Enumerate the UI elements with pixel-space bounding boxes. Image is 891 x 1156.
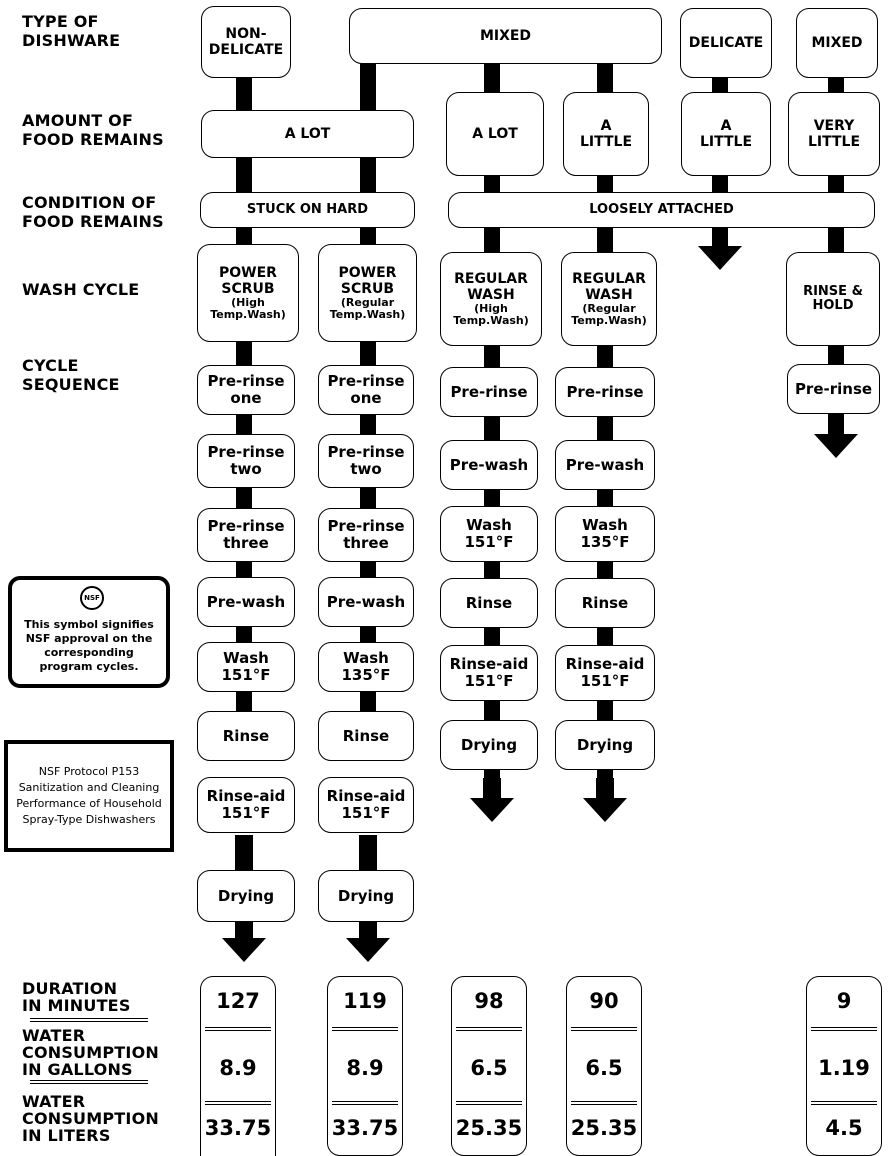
amount-very-little: VERY LITTLE (788, 92, 880, 176)
result-col5: 9 1.19 4.5 (806, 976, 882, 1156)
arrow-col5 (814, 434, 858, 458)
step-col1-4: Pre-wash (197, 577, 295, 627)
condition-stuck: STUCK ON HARD (200, 192, 415, 228)
step-col2-2: Pre-rinse two (318, 434, 414, 488)
row-label-type: TYPE OF DISHWARE (22, 12, 121, 50)
amount-a-little: A LITTLE (563, 92, 649, 176)
step-col3-5: Rinse-aid 151°F (440, 645, 538, 701)
row-label-duration: DURATION IN MINUTES (22, 979, 131, 1015)
cycle-sub: (High Temp.Wash) (210, 296, 286, 321)
step-col1-7: Rinse-aid 151°F (197, 777, 295, 833)
result-gallons: 8.9 (346, 1056, 384, 1080)
step-col3-6: Drying (440, 720, 538, 770)
step-col2-1: Pre-rinse one (318, 365, 414, 415)
cycle-rinse-hold: RINSE & HOLD (786, 252, 880, 346)
result-liters: 33.75 (204, 1116, 272, 1140)
row-label-sequence: CYCLE SEQUENCE (22, 356, 120, 394)
result-gallons: 1.19 (818, 1056, 870, 1080)
cycle-name: POWER SCRUB (219, 265, 277, 297)
nsf-logo-icon: NSF (80, 586, 104, 610)
step-col4-3: Wash 135°F (555, 506, 655, 562)
result-col2: 119 8.9 33.75 (327, 976, 403, 1156)
cycle-name: POWER SCRUB (338, 265, 397, 297)
step-col1-3: Pre-rinse three (197, 508, 295, 562)
step-col1-2: Pre-rinse two (197, 434, 295, 488)
result-liters: 4.5 (825, 1116, 863, 1140)
arrow-delicate (698, 246, 742, 270)
cycle-sub: (High Temp.Wash) (453, 302, 529, 327)
result-minutes: 9 (836, 989, 852, 1013)
arrow-col1 (222, 938, 266, 962)
amount-a-lot: A LOT (446, 92, 544, 176)
step-col2-5: Wash 135°F (318, 642, 414, 692)
step-col2-7: Rinse-aid 151°F (318, 777, 414, 833)
step-col3-1: Pre-rinse (440, 367, 538, 417)
row-label-condition: CONDITION OF FOOD REMAINS (22, 193, 164, 231)
row-label-liters: WATER CONSUMPTION IN LITERS (22, 1093, 159, 1142)
nsf-note-box: NSF This symbol signifies NSF approval o… (8, 576, 170, 688)
cycle-power-scrub-regular: POWER SCRUB (Regular Temp.Wash) (318, 244, 417, 342)
step-col3-3: Wash 151°F (440, 506, 538, 562)
step-col4-4: Rinse (555, 578, 655, 628)
step-col1-1: Pre-rinse one (197, 365, 295, 415)
result-minutes: 90 (589, 989, 619, 1013)
amount-a-little-delicate: A LITTLE (681, 92, 771, 176)
label-divider (30, 1018, 148, 1022)
cycle-sub: (Regular Temp.Wash) (329, 296, 406, 321)
row-label-gallons: WATER CONSUMPTION IN GALLONS (22, 1026, 159, 1079)
amount-a-lot-wide: A LOT (201, 110, 414, 158)
result-gallons: 6.5 (585, 1056, 623, 1080)
result-liters: 25.35 (570, 1116, 638, 1140)
label-divider-2 (30, 1080, 148, 1084)
step-col2-8: Drying (318, 870, 414, 922)
result-col1: 127 8.9 33.75 (200, 976, 276, 1156)
arrow-col2 (346, 938, 390, 962)
result-minutes: 127 (216, 989, 260, 1013)
step-col2-4: Pre-wash (318, 577, 414, 627)
row-label-amount: AMOUNT OF FOOD REMAINS (22, 111, 164, 149)
result-liters: 33.75 (331, 1116, 399, 1140)
result-minutes: 119 (343, 989, 387, 1013)
step-col3-4: Rinse (440, 578, 538, 628)
arrow-col3 (470, 798, 514, 822)
step-col4-2: Pre-wash (555, 440, 655, 490)
cycle-regular-wash-high: REGULAR WASH (High Temp.Wash) (440, 252, 542, 346)
result-minutes: 98 (474, 989, 504, 1013)
step-col2-6: Rinse (318, 711, 414, 761)
result-liters: 25.35 (455, 1116, 523, 1140)
cycle-name: REGULAR WASH (454, 271, 528, 303)
cycle-power-scrub-high: POWER SCRUB (High Temp.Wash) (197, 244, 299, 342)
step-col1-8: Drying (197, 870, 295, 922)
step-col4-1: Pre-rinse (555, 367, 655, 417)
dishware-mixed-right: MIXED (796, 8, 878, 78)
cycle-sub: (Regular Temp.Wash) (571, 302, 647, 327)
nsf-note-text: This symbol signifies NSF approval on th… (24, 618, 154, 673)
arrow-col4 (583, 798, 627, 822)
result-col3: 98 6.5 25.35 (451, 976, 527, 1156)
cycle-name: REGULAR WASH (572, 271, 646, 303)
dishware-non-delicate: NON- DELICATE (201, 6, 291, 78)
step-col1-5: Wash 151°F (197, 642, 295, 692)
cycle-regular-wash-regular: REGULAR WASH (Regular Temp.Wash) (561, 252, 657, 346)
step-col2-3: Pre-rinse three (318, 508, 414, 562)
step-col4-5: Rinse-aid 151°F (555, 645, 655, 701)
protocol-note: NSF Protocol P153 Sanitization and Clean… (4, 740, 174, 852)
condition-loose: LOOSELY ATTACHED (448, 192, 875, 228)
step-col1-6: Rinse (197, 711, 295, 761)
result-gallons: 6.5 (470, 1056, 508, 1080)
cycle-name: RINSE & HOLD (803, 284, 863, 313)
step-col4-6: Drying (555, 720, 655, 770)
dishware-mixed: MIXED (349, 8, 662, 64)
dishware-delicate: DELICATE (680, 8, 772, 78)
step-col3-2: Pre-wash (440, 440, 538, 490)
row-label-wash-cycle: WASH CYCLE (22, 280, 140, 299)
step-col5-1: Pre-rinse (787, 364, 880, 414)
result-col4: 90 6.5 25.35 (566, 976, 642, 1156)
result-gallons: 8.9 (219, 1056, 257, 1080)
